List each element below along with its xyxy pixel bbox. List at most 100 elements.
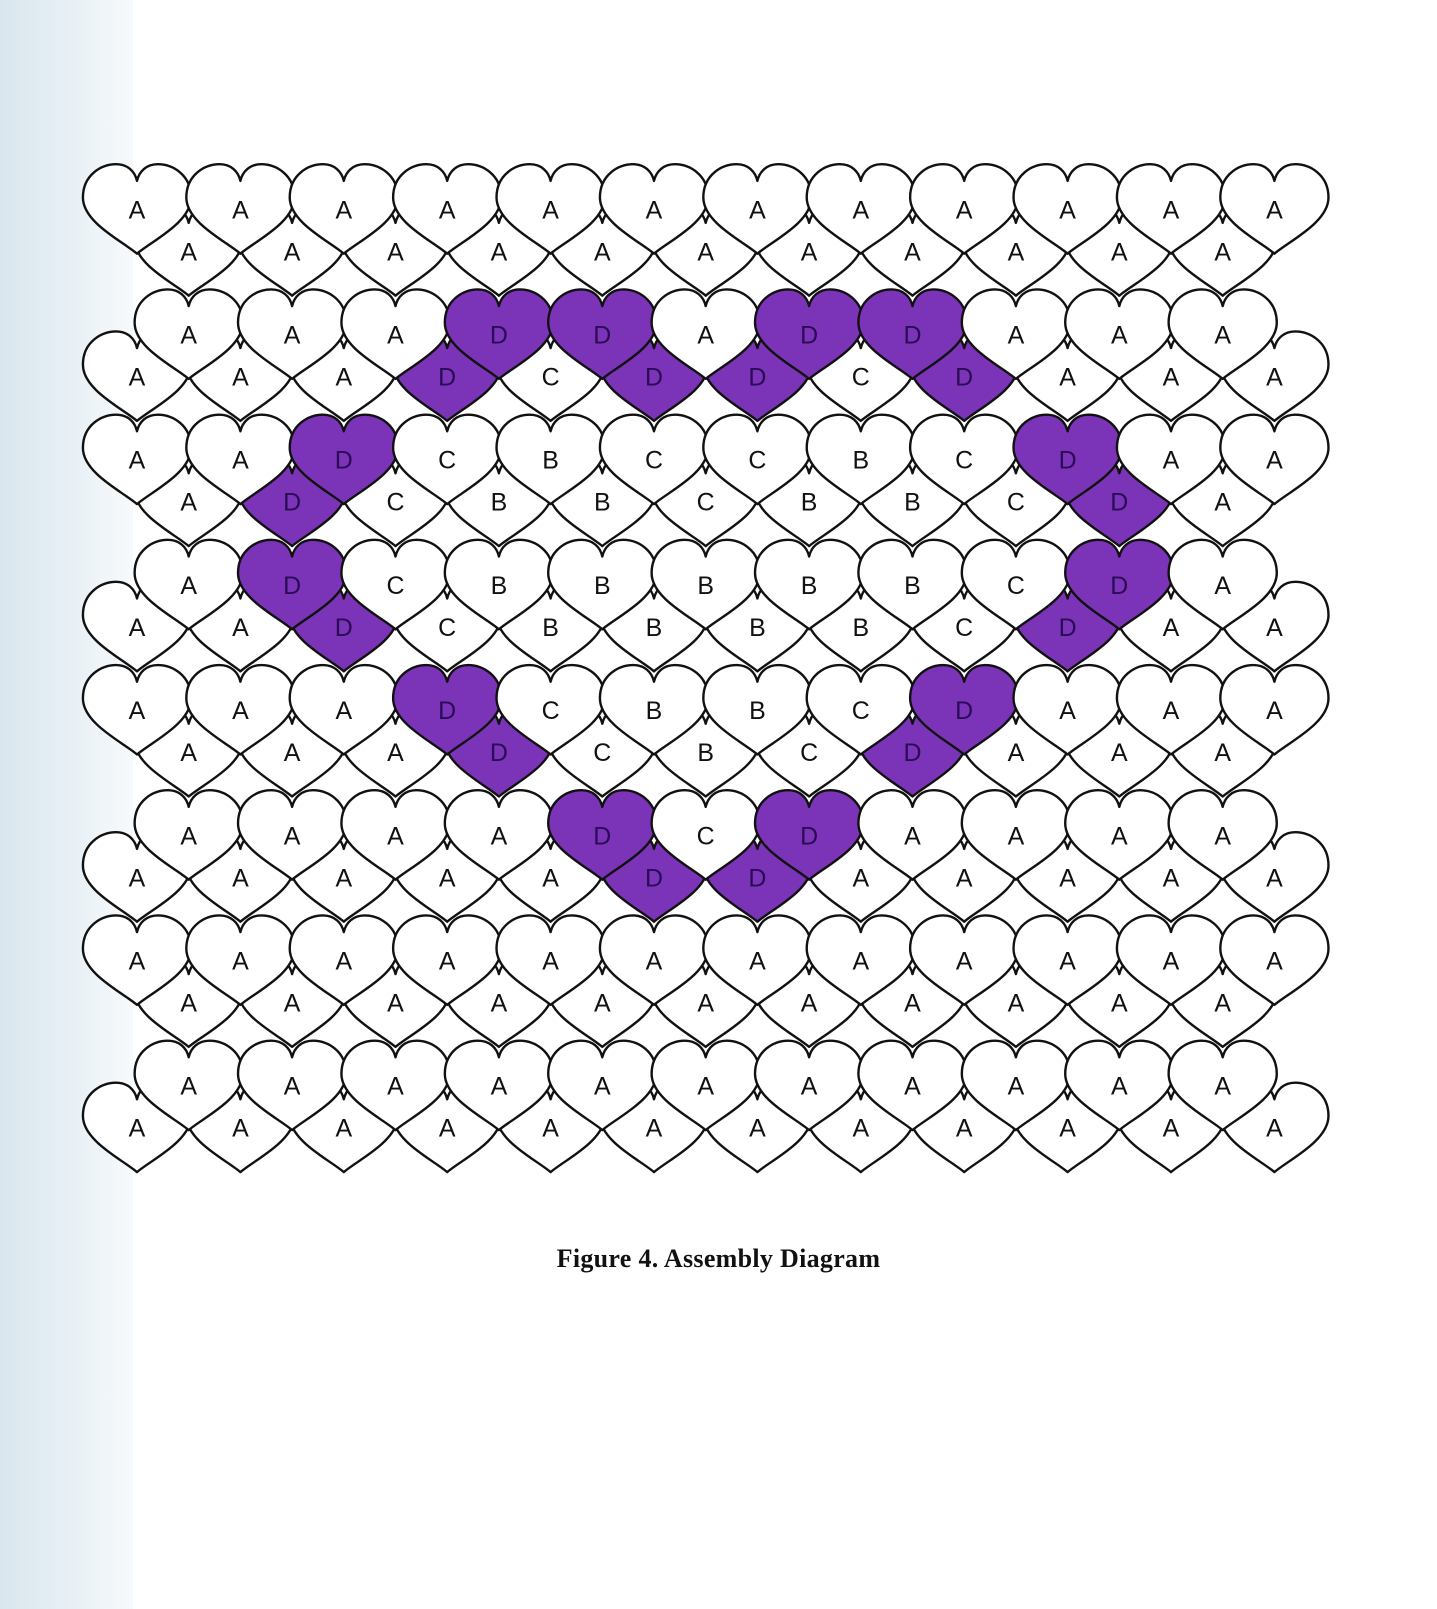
- heart-label: A: [852, 864, 869, 892]
- heart-tile: A: [1219, 914, 1330, 1007]
- heart-label: A: [232, 614, 249, 642]
- heart-label: D: [800, 322, 818, 350]
- heart-tile: B: [495, 413, 606, 506]
- heart-label: A: [956, 196, 973, 224]
- heart-tile: A: [1219, 663, 1330, 756]
- heart-label: D: [283, 572, 301, 600]
- heart-label: A: [129, 1115, 146, 1143]
- heart-label: A: [129, 697, 146, 725]
- heart-label: A: [180, 572, 197, 600]
- heart-label: A: [1163, 697, 1180, 725]
- heart-tile: A: [1167, 538, 1278, 631]
- heart-tile: A: [236, 1039, 348, 1132]
- heart-label: A: [387, 238, 404, 266]
- scan-edge: [0, 0, 133, 1609]
- heart-shape: [1219, 163, 1330, 255]
- heart-label: A: [1214, 822, 1231, 850]
- heart-label: A: [284, 990, 301, 1018]
- heart-label: D: [1059, 447, 1077, 475]
- heart-label: D: [748, 364, 766, 392]
- heart-tile-highlight: D: [547, 288, 658, 381]
- heart-label: A: [956, 864, 973, 892]
- heart-label: D: [1110, 572, 1128, 600]
- heart-label: C: [852, 364, 870, 392]
- heart-label: B: [594, 572, 611, 600]
- heart-label: A: [335, 196, 352, 224]
- heart-label: B: [542, 447, 559, 475]
- heart-label: D: [593, 322, 611, 350]
- heart-tile: A: [1219, 413, 1330, 506]
- heart-label: B: [801, 572, 818, 600]
- heart-label: A: [387, 1073, 404, 1101]
- heart-label: A: [1008, 739, 1025, 767]
- heart-tile: A: [133, 1039, 244, 1132]
- heart-label: C: [386, 489, 404, 517]
- heart-label: A: [387, 990, 404, 1018]
- heart-label: D: [490, 322, 508, 350]
- heart-tile: A: [1167, 288, 1278, 381]
- heart-label: A: [491, 822, 508, 850]
- heart-label: D: [283, 489, 301, 517]
- heart-label: A: [1008, 1073, 1025, 1101]
- heart-label: A: [1059, 364, 1076, 392]
- heart-label: B: [594, 489, 611, 517]
- heart-label: A: [1008, 322, 1025, 350]
- heart-label: B: [697, 739, 714, 767]
- heart-label: A: [284, 1073, 301, 1101]
- heart-label: A: [1111, 822, 1128, 850]
- heart-label: A: [335, 948, 352, 976]
- heart-label: D: [903, 322, 921, 350]
- heart-label: A: [1111, 322, 1128, 350]
- heart-tile: A: [340, 1039, 451, 1132]
- heart-tile: A: [1219, 163, 1330, 255]
- heart-label: B: [491, 572, 508, 600]
- heart-label: A: [594, 990, 611, 1018]
- heart-shape: [1219, 663, 1330, 756]
- heart-shape: [1219, 914, 1330, 1007]
- heart-shape: [1167, 1039, 1278, 1132]
- heart-label: A: [1059, 196, 1076, 224]
- heart-label: A: [491, 990, 508, 1018]
- heart-label: A: [335, 364, 352, 392]
- heart-label: A: [956, 1115, 973, 1143]
- heart-label: D: [1059, 614, 1077, 642]
- heart-tile: A: [960, 288, 1072, 381]
- heart-tile: A: [495, 163, 606, 255]
- heart-label: A: [594, 238, 611, 266]
- heart-label: A: [1059, 697, 1076, 725]
- figure-caption: Figure 4. Assembly Diagram: [556, 1244, 881, 1273]
- heart-label: C: [645, 447, 663, 475]
- heart-label: D: [645, 364, 663, 392]
- heart-label: A: [180, 990, 197, 1018]
- heart-label: D: [955, 364, 973, 392]
- heart-label: A: [1266, 1115, 1283, 1143]
- heart-label: A: [387, 322, 404, 350]
- heart-label: A: [801, 238, 818, 266]
- heart-label: C: [697, 822, 715, 850]
- heart-label: A: [646, 196, 663, 224]
- heart-label: A: [801, 990, 818, 1018]
- heart-label: A: [542, 948, 559, 976]
- heart-tile: A: [391, 163, 503, 255]
- heart-label: B: [749, 614, 766, 642]
- heart-label: B: [491, 489, 508, 517]
- heart-label: A: [1111, 739, 1128, 767]
- heart-label: A: [1266, 864, 1283, 892]
- heart-label: A: [749, 1115, 766, 1143]
- heart-label: D: [438, 697, 456, 725]
- heart-label: A: [232, 948, 249, 976]
- heart-label: C: [593, 739, 611, 767]
- heart-shape: [1167, 789, 1278, 881]
- heart-label: B: [904, 572, 921, 600]
- heart-tile: A: [1167, 789, 1278, 881]
- heart-label: D: [903, 739, 921, 767]
- heart-tile: A: [1012, 914, 1123, 1007]
- heart-label: A: [335, 864, 352, 892]
- heart-label: C: [852, 697, 870, 725]
- heart-label: A: [387, 822, 404, 850]
- heart-label: A: [904, 238, 921, 266]
- heart-label: A: [387, 739, 404, 767]
- heart-label: A: [646, 1115, 663, 1143]
- heart-label: A: [439, 1115, 456, 1143]
